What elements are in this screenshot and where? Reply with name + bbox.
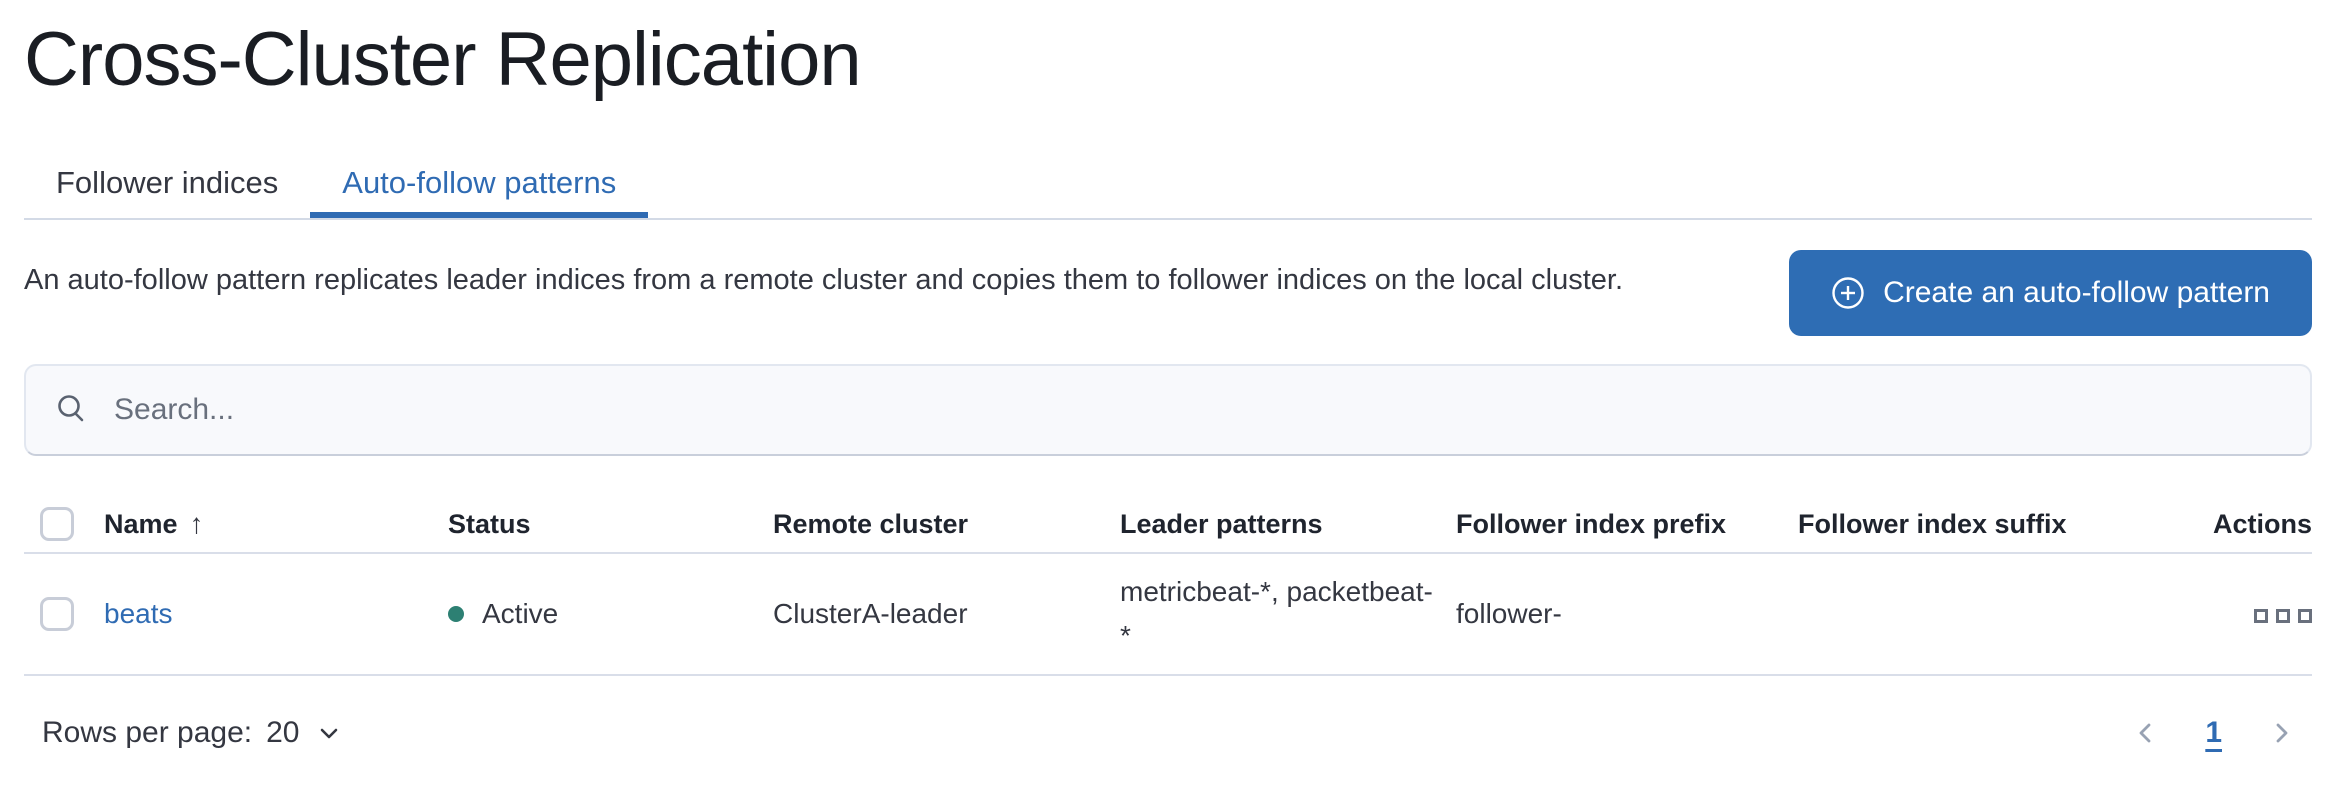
rows-per-page-selector[interactable]: Rows per page: 20	[42, 716, 344, 750]
column-header-follower-index-prefix-label: Follower index prefix	[1456, 508, 1727, 539]
row-name-cell: beats	[88, 598, 432, 630]
search-icon	[54, 392, 90, 428]
page-description: An auto-follow pattern replicates leader…	[24, 264, 1624, 296]
column-header-name[interactable]: Name ↑	[88, 508, 432, 540]
row-actions-cell	[2162, 598, 2312, 630]
status-active-dot-icon	[448, 606, 464, 622]
search-bar	[24, 364, 2312, 456]
tab-bar: Follower indices Auto-follow patterns	[24, 148, 2312, 220]
row-leader-patterns-cell: metricbeat-*, packetbeat-*	[1120, 576, 1433, 651]
header-checkbox-cell	[24, 507, 88, 541]
tab-follower-indices[interactable]: Follower indices	[24, 148, 310, 218]
row-remote-cluster-cell: ClusterA-leader	[773, 598, 968, 629]
chevron-right-icon	[2276, 723, 2288, 743]
select-all-checkbox[interactable]	[40, 507, 74, 541]
column-header-name-label: Name	[104, 508, 178, 539]
tab-follower-indices-label: Follower indices	[56, 165, 279, 200]
previous-page-button[interactable]	[2131, 718, 2161, 748]
table-row: beats Active ClusterA-leader metricbeat-…	[24, 554, 2312, 676]
column-header-follower-index-suffix-label: Follower index suffix	[1798, 508, 2067, 539]
search-input[interactable]	[114, 393, 2282, 427]
create-auto-follow-pattern-button[interactable]: Create an auto-follow pattern	[1789, 250, 2312, 336]
column-header-follower-index-suffix: Follower index suffix	[1782, 509, 2162, 540]
row-checkbox-cell	[24, 597, 88, 631]
column-header-actions-label: Actions	[2212, 508, 2312, 539]
chevron-left-icon	[2139, 723, 2151, 743]
chevron-down-icon	[314, 718, 344, 748]
page-title: Cross-Cluster Replication	[24, 17, 862, 102]
row-select-checkbox[interactable]	[40, 597, 74, 631]
pattern-name-link[interactable]: beats	[104, 598, 173, 629]
rows-per-page-label: Rows per page:	[42, 716, 253, 749]
column-header-follower-index-prefix: Follower index prefix	[1440, 509, 1782, 540]
column-header-leader-patterns-label: Leader patterns	[1120, 508, 1323, 539]
table-header-row: Name ↑ Status Remote cluster Leader patt…	[24, 496, 2312, 554]
table-footer: Rows per page: 20 1	[24, 676, 2312, 750]
rows-per-page-value: 20	[266, 716, 300, 749]
sort-ascending-arrow-icon: ↑	[189, 508, 204, 539]
row-follower-index-prefix-cell: follower-	[1456, 598, 1562, 629]
row-status-cell: Active	[432, 598, 757, 630]
page-number-1-button[interactable]: 1	[2205, 716, 2222, 749]
create-button-label: Create an auto-follow pattern	[1883, 276, 2270, 309]
column-header-actions: Actions	[2162, 509, 2312, 540]
column-header-remote-cluster-label: Remote cluster	[773, 508, 969, 539]
column-header-remote-cluster: Remote cluster	[757, 509, 1104, 540]
pagination: 1	[2131, 716, 2296, 750]
column-header-status: Status	[432, 509, 757, 540]
column-header-status-label: Status	[448, 508, 531, 539]
cross-cluster-replication-page: Cross-Cluster Replication Follower indic…	[0, 20, 2336, 800]
column-header-leader-patterns: Leader patterns	[1104, 509, 1440, 540]
plus-in-circle-icon	[1831, 276, 1865, 310]
next-page-button[interactable]	[2266, 718, 2296, 748]
auto-follow-patterns-table: Name ↑ Status Remote cluster Leader patt…	[24, 496, 2312, 676]
description-bar: An auto-follow pattern replicates leader…	[24, 250, 2312, 336]
status-label: Active	[482, 598, 559, 629]
tab-auto-follow-patterns-label: Auto-follow patterns	[342, 165, 617, 200]
boxes-horizontal-icon[interactable]	[2254, 609, 2312, 623]
tab-auto-follow-patterns[interactable]: Auto-follow patterns	[310, 148, 648, 218]
